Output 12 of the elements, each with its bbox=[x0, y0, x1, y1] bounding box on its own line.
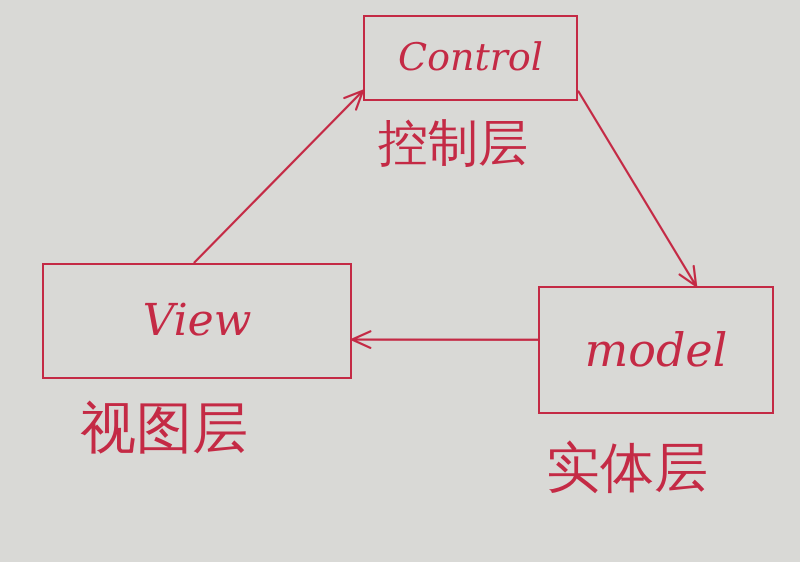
box-label: Control bbox=[398, 37, 543, 79]
process-box bbox=[538, 286, 774, 414]
layer-caption: 视图层 bbox=[80, 398, 248, 460]
box-label: model bbox=[584, 324, 728, 376]
arrow bbox=[350, 330, 538, 349]
process-box bbox=[363, 15, 578, 101]
box-label: View bbox=[142, 296, 252, 346]
process-box bbox=[42, 263, 352, 379]
arrow bbox=[193, 90, 364, 264]
layer-caption: 实体层 bbox=[546, 438, 708, 498]
layer-caption: 控制层 bbox=[378, 116, 528, 171]
arrow bbox=[577, 90, 698, 288]
